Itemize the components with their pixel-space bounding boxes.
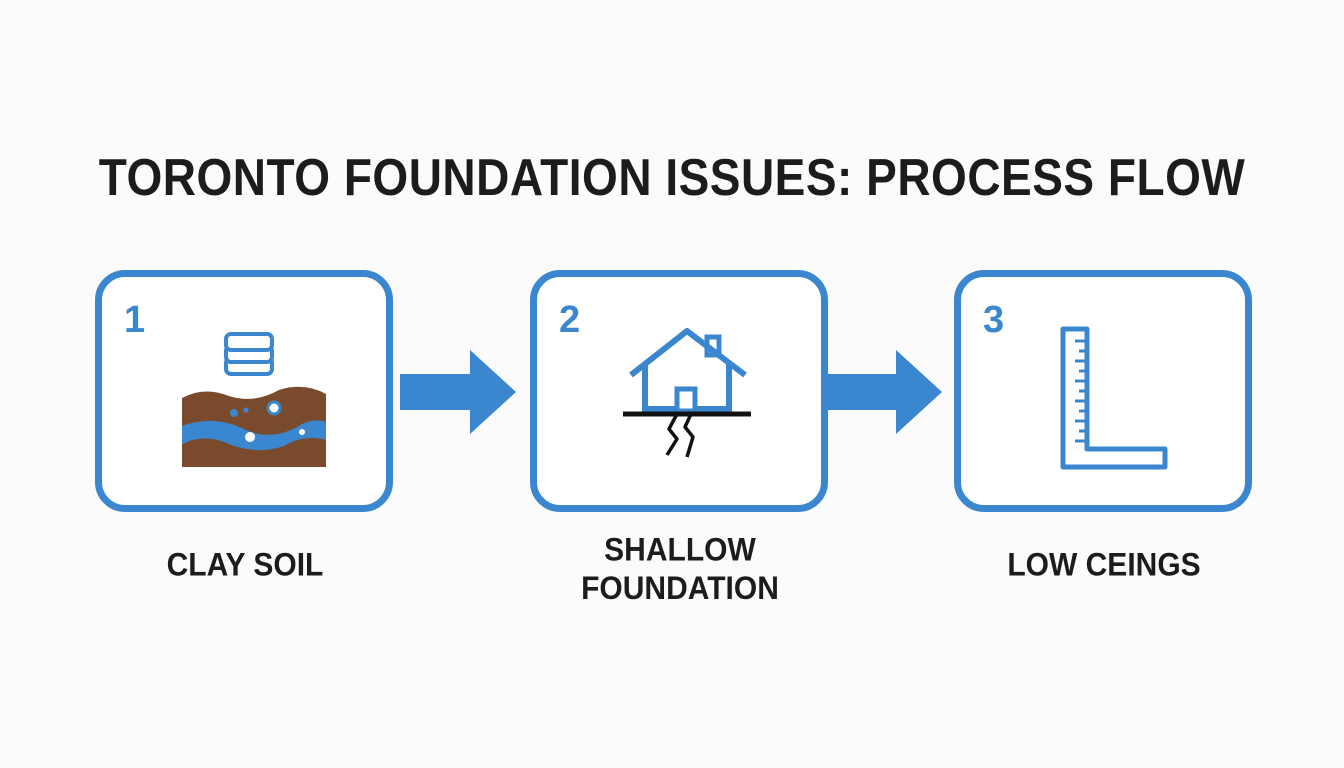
flow-arrow-2-icon [826,350,942,434]
step-1-label: CLAY SOIL [166,547,324,584]
step-2-label-line-2: FOUNDATION [581,571,779,607]
ruler-square-icon [1060,326,1168,470]
step-3-box: 3 [954,270,1252,512]
step-2-label-line-1: SHALLOW [604,532,756,568]
step-2-box: 2 [530,270,828,512]
cracked-house-foundation-icon [623,328,751,458]
flow-arrow-1-icon [400,350,516,434]
step-3-number: 3 [983,299,1005,341]
clay-soil-layers-icon [182,332,326,467]
step-3-label: LOW CEINGS [1007,547,1201,584]
step-2-number: 2 [559,299,581,341]
step-2-label: SHALLOW FOUNDATION [530,531,830,609]
step-1-number: 1 [124,299,146,341]
diagram-title: TORONTO FOUNDATION ISSUES: PROCESS FLOW [98,147,1246,207]
step-1-box: 1 [95,270,393,512]
